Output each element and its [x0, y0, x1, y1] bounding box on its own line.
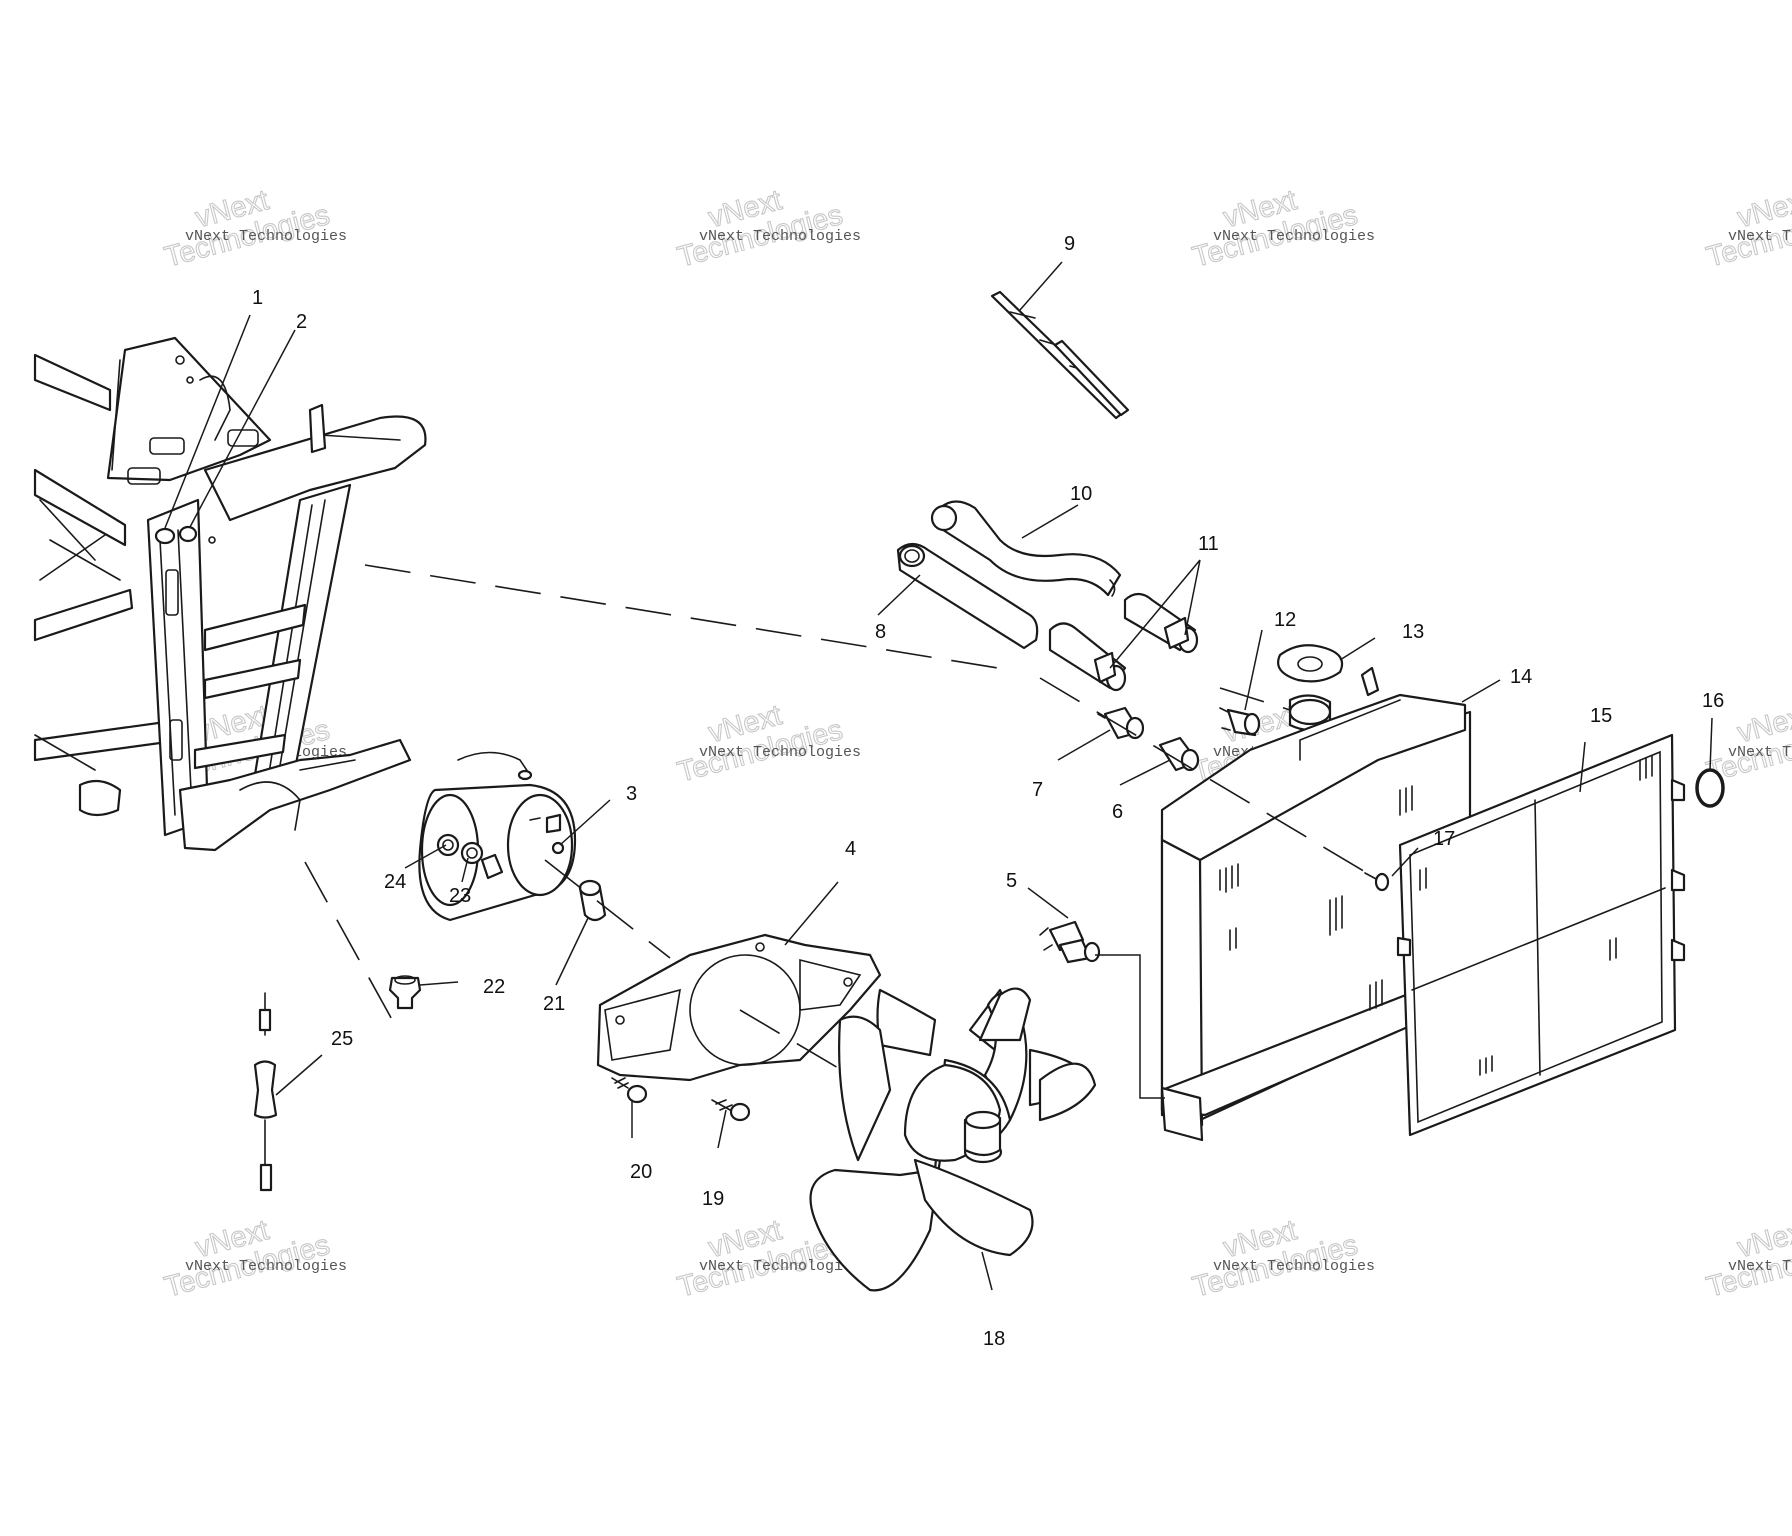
callout-leaders [164, 261, 1713, 1291]
part-strap [990, 290, 1130, 420]
part-fan-blade [809, 987, 1097, 1292]
watermark-text: vNext Technologies [1213, 1258, 1375, 1275]
watermark-text: vNext Technologies [699, 744, 861, 761]
callout-7: 7 [1032, 779, 1043, 801]
alignment-lines [304, 564, 1373, 1099]
callout-24: 24 [384, 871, 406, 893]
callout-23: 23 [449, 885, 471, 907]
watermark: vNext Technologies [1703, 1214, 1792, 1305]
watermark-text: vNext Technologies [699, 228, 861, 245]
callout-5: 5 [1006, 870, 1017, 892]
watermark-text: vNext Technologies [699, 1258, 861, 1275]
callout-3: 3 [626, 783, 637, 805]
callout-labels: 1 2 3 4 5 6 7 8 9 10 11 12 13 14 15 16 1… [252, 233, 1724, 1350]
watermark: vNext Technologies [674, 699, 847, 790]
callout-10: 10 [1070, 483, 1092, 505]
part-fuse-holder [253, 992, 278, 1192]
part-screw-19 [711, 1099, 751, 1122]
callout-25: 25 [331, 1028, 353, 1050]
callout-1: 1 [252, 287, 263, 309]
callout-18: 18 [983, 1328, 1005, 1350]
part-temp-sensor [1219, 707, 1261, 737]
callout-17: 17 [1433, 828, 1455, 850]
part-washer-23 [460, 841, 484, 865]
callout-2: 2 [296, 311, 307, 333]
watermark: vNext Technologies [161, 184, 334, 275]
part-thermo-switch [1039, 920, 1101, 964]
part-bushing-21 [578, 879, 607, 922]
callout-14: 14 [1510, 666, 1532, 688]
part-fan-bracket [596, 933, 882, 1082]
watermark-text: vNext Technologies [1728, 1258, 1792, 1275]
part-lower-hose [896, 542, 1039, 650]
part-radiator-cap [1277, 644, 1344, 683]
part-hose-clamps [1048, 592, 1199, 692]
part-bolt-17 [1364, 872, 1390, 892]
callout-4: 4 [845, 838, 856, 860]
watermark-text: vNext Technologies [1213, 228, 1375, 245]
part-fitting-6 [1158, 736, 1200, 772]
part-screw-20 [611, 1077, 648, 1104]
watermark-text: vNext Technologies [185, 228, 347, 245]
callout-8: 8 [875, 621, 886, 643]
part-o-ring [1695, 768, 1725, 808]
callout-9: 9 [1064, 233, 1075, 255]
part-upper-hose [930, 500, 1122, 597]
part-fan-motor [418, 751, 577, 922]
watermark-text: vNext Technologies [1728, 744, 1792, 761]
watermark: vNext Technologies [1703, 184, 1792, 275]
callout-20: 20 [630, 1161, 652, 1183]
callout-6: 6 [1112, 801, 1123, 823]
part-nut-24 [480, 853, 504, 880]
callout-12: 12 [1274, 609, 1296, 631]
callout-11: 11 [1198, 533, 1219, 555]
callout-13: 13 [1402, 621, 1424, 643]
watermark: vNext Technologies [1189, 1214, 1362, 1305]
callout-15: 15 [1590, 705, 1612, 727]
watermark: vNext Technologies [1189, 184, 1362, 275]
callout-19: 19 [702, 1188, 724, 1210]
watermark-text: vNext Technologies [185, 1258, 347, 1275]
part-radiator [1160, 666, 1472, 1142]
callout-22: 22 [483, 976, 505, 998]
callout-16: 16 [1702, 690, 1724, 712]
vehicle-frame [33, 336, 427, 852]
watermark-text: vNext Technologies [1728, 228, 1792, 245]
radiator-core-texture [1219, 785, 1413, 1011]
part-grommet-22 [388, 975, 422, 1010]
watermark: vNext Technologies [161, 1214, 334, 1305]
part-screen-panel [1396, 733, 1686, 1137]
callout-21: 21 [543, 993, 565, 1015]
watermark: vNext Technologies [674, 184, 847, 275]
